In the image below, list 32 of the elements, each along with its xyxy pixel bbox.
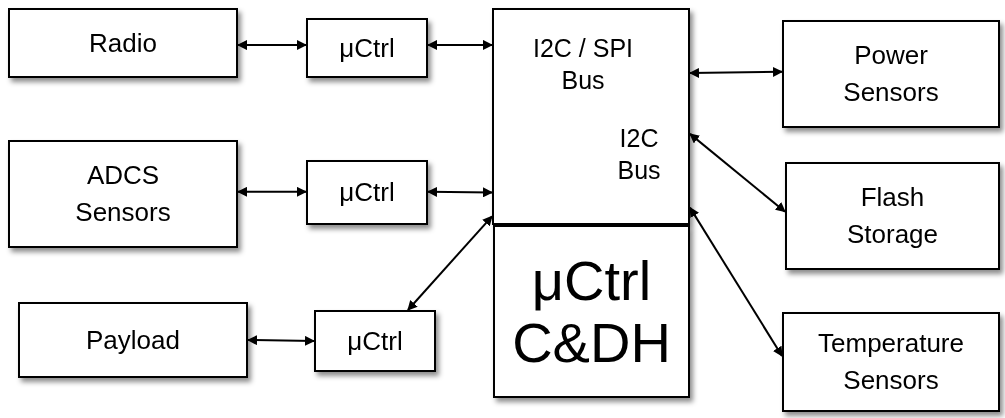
box-label: Power Sensors [842,39,940,109]
arrow [247,335,315,346]
component-box [8,8,238,78]
box-label: ADCS Sensors [74,159,172,229]
box-label: Flash Storage [845,181,940,251]
box-label: μCtrl [339,31,395,65]
box-label: Temperature Sensors [817,327,965,397]
box-label: μCtrl C&DH [511,249,672,374]
box-label: I2C Bus [616,123,662,186]
component-box [306,160,428,225]
component-box [8,140,238,248]
component-box [782,312,1000,412]
component-box [493,225,690,398]
box-label: Payload [86,323,180,357]
component-box [782,20,1000,128]
bus-box [492,8,690,225]
arrow [427,39,493,50]
box-label: I2C / SPI Bus [531,33,634,96]
box-label: Radio [89,26,157,60]
arrow [427,186,493,198]
arrow [689,206,783,357]
component-box [314,310,436,372]
arrow [689,66,783,78]
arrow [237,186,307,197]
arrow [237,40,307,51]
box-label: μCtrl [347,324,403,358]
arrow [406,215,493,311]
component-box [306,18,428,78]
box-label: μCtrl [339,176,395,209]
arrow [689,132,786,213]
component-box [18,302,248,378]
component-box [785,162,1000,270]
